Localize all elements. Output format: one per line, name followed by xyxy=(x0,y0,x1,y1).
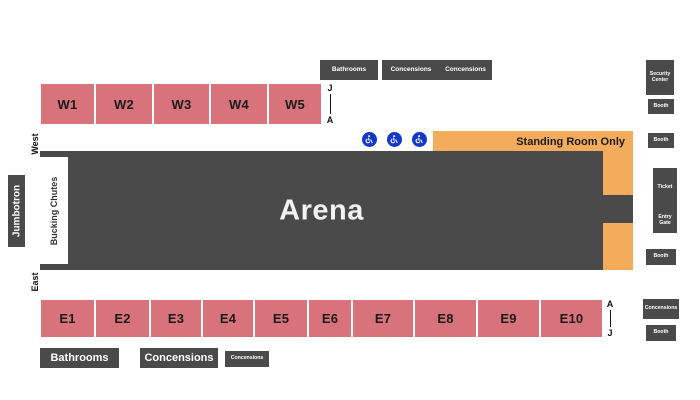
amenity-concensions-bottom-2[interactable]: Concensions xyxy=(225,351,269,367)
section-e2[interactable]: E2 xyxy=(95,299,150,338)
section-w2[interactable]: W2 xyxy=(95,83,153,125)
section-w4[interactable]: W4 xyxy=(210,83,268,125)
section-label: E5 xyxy=(272,311,290,326)
amenity-label: Ticket xyxy=(657,184,673,191)
section-e4[interactable]: E4 xyxy=(202,299,254,338)
section-label: E7 xyxy=(374,311,392,326)
jumbotron[interactable]: Jumbotron xyxy=(8,175,25,247)
amenity-label: Booth xyxy=(653,136,669,143)
jumbotron-label: Jumbotron xyxy=(11,184,22,238)
section-e8[interactable]: E8 xyxy=(414,299,477,338)
amenity-label: Bathrooms xyxy=(50,351,109,364)
standing-room-only-right-lower[interactable] xyxy=(602,223,633,270)
section-label: E4 xyxy=(219,311,237,326)
amenity-booth-1[interactable]: Booth xyxy=(648,99,674,114)
wheelchair-icon[interactable] xyxy=(412,132,427,147)
section-label: E10 xyxy=(559,311,584,326)
section-label: E1 xyxy=(59,311,76,326)
orientation-west-label: West xyxy=(30,133,40,155)
row-marker-bottom-label: J xyxy=(607,328,613,338)
amenity-label: Booth xyxy=(653,102,669,109)
standing-room-only-top[interactable]: Standing Room Only xyxy=(433,131,633,152)
row-marker-bottom-label: A xyxy=(326,115,334,125)
section-e1[interactable]: E1 xyxy=(40,299,95,338)
section-label: W4 xyxy=(229,96,249,112)
amenity-concensions-top-1[interactable]: Concensions xyxy=(382,60,440,80)
amenity-label: Entry Gate xyxy=(658,213,672,226)
section-e3[interactable]: E3 xyxy=(150,299,202,338)
section-label: E9 xyxy=(500,311,517,326)
amenity-label: Concensions xyxy=(144,351,214,364)
section-label: E8 xyxy=(437,311,454,326)
arena-right-gap xyxy=(602,195,633,223)
section-e10[interactable]: E10 xyxy=(540,299,603,338)
amenity-label: Concensions xyxy=(230,355,264,362)
section-e7[interactable]: E7 xyxy=(352,299,414,338)
amenity-booth-3[interactable]: Booth xyxy=(646,249,676,265)
amenity-label: Booth xyxy=(653,253,669,260)
row-marker-line xyxy=(329,94,331,114)
amenity-booth-2[interactable]: Booth xyxy=(648,133,674,148)
wheelchair-icon[interactable] xyxy=(387,132,402,147)
row-marker-west: J A xyxy=(324,83,336,125)
amenity-label: Booth xyxy=(653,329,669,336)
amenity-label: Security Center xyxy=(649,70,671,83)
row-marker-top-label: J xyxy=(327,83,333,93)
amenity-concensions-bottom-1[interactable]: Concensions xyxy=(140,348,218,368)
wheelchair-icon[interactable] xyxy=(362,132,377,147)
arena-label: Arena xyxy=(279,194,364,226)
bucking-chutes-label: Bucking Chutes xyxy=(49,176,59,245)
amenity-label: Concensions xyxy=(390,66,432,74)
amenity-ticket[interactable]: Ticket xyxy=(653,168,677,208)
section-label: W3 xyxy=(171,96,192,112)
section-w5[interactable]: W5 xyxy=(268,83,322,125)
row-marker-east: A J xyxy=(604,299,616,338)
amenity-label: Bathrooms xyxy=(331,66,367,74)
section-label: W2 xyxy=(114,96,134,112)
orientation-east: East xyxy=(20,268,50,296)
section-e6[interactable]: E6 xyxy=(308,299,352,338)
orientation-east-label: East xyxy=(30,272,40,292)
section-label: W1 xyxy=(57,96,78,112)
section-w1[interactable]: W1 xyxy=(40,83,95,125)
section-e5[interactable]: E5 xyxy=(254,299,308,338)
amenity-label: Concensions xyxy=(644,305,678,312)
amenity-entry-gate[interactable]: Entry Gate xyxy=(653,208,677,233)
section-label: E3 xyxy=(167,311,185,326)
row-marker-line xyxy=(609,310,611,327)
section-label: E6 xyxy=(321,311,339,326)
section-label: W5 xyxy=(285,96,305,112)
standing-room-only-label: Standing Room Only xyxy=(516,135,625,148)
amenity-booth-4[interactable]: Booth xyxy=(646,325,676,341)
amenity-concensions-top-2[interactable]: Concensions xyxy=(439,60,492,80)
row-marker-top-label: A xyxy=(606,299,614,309)
bucking-chutes[interactable]: Bucking Chutes xyxy=(40,157,68,264)
section-label: E2 xyxy=(114,311,131,326)
amenity-security-center[interactable]: Security Center xyxy=(646,60,674,95)
section-e9[interactable]: E9 xyxy=(477,299,540,338)
section-w3[interactable]: W3 xyxy=(153,83,210,125)
amenity-concensions-right[interactable]: Concensions xyxy=(643,299,679,319)
amenity-bathrooms-bottom[interactable]: Bathrooms xyxy=(40,348,119,368)
standing-room-only-right-upper[interactable] xyxy=(602,152,633,195)
amenity-label: Concensions xyxy=(445,66,486,74)
arena-floor[interactable]: Arena xyxy=(40,151,603,270)
amenity-bathrooms-top[interactable]: Bathrooms xyxy=(320,60,378,80)
